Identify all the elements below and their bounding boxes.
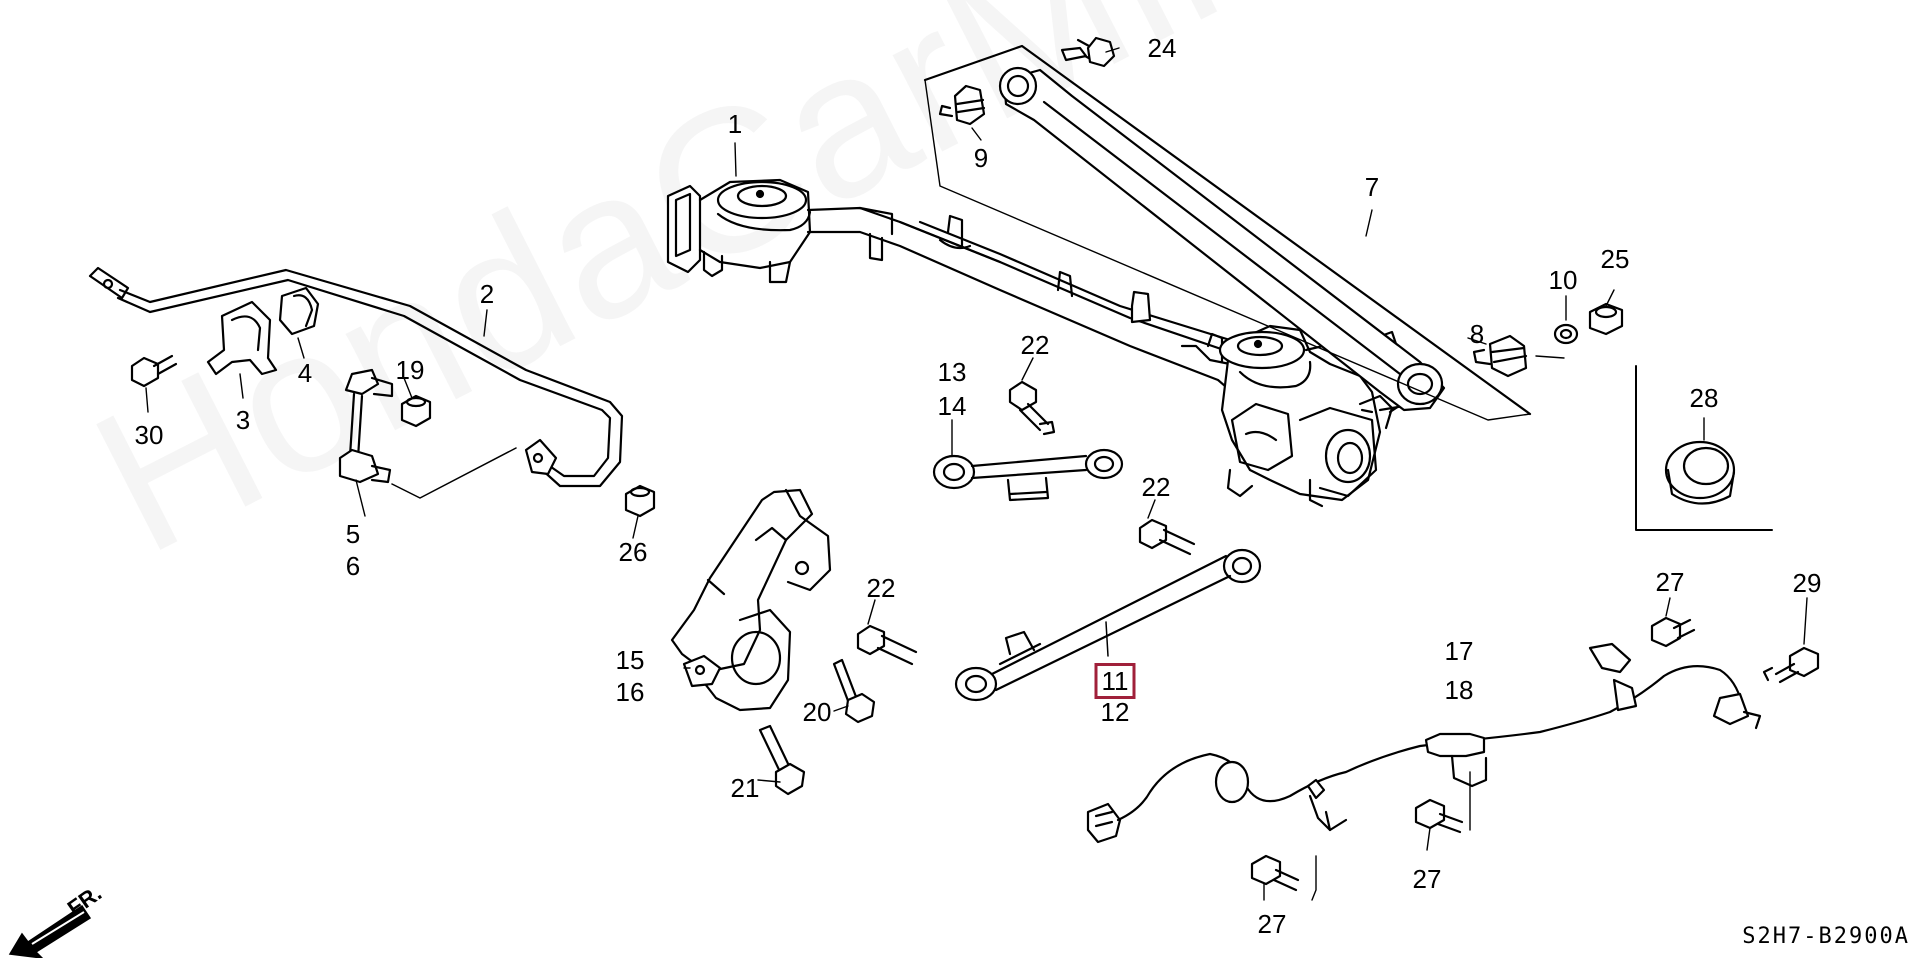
part-29-bolt[interactable]: [1764, 648, 1818, 682]
callout-3[interactable]: 3: [235, 405, 251, 435]
callout-27-right[interactable]: 27: [1655, 567, 1685, 597]
callout-17[interactable]: 17: [1444, 636, 1474, 666]
callout-14[interactable]: 14: [937, 391, 967, 421]
part-10-washer[interactable]: [1555, 325, 1577, 343]
callout-9[interactable]: 9: [973, 143, 989, 173]
callout-12[interactable]: 12: [1100, 697, 1130, 727]
callout-10[interactable]: 10: [1548, 265, 1578, 295]
callout-27-middle[interactable]: 27: [1412, 864, 1442, 894]
callout-2[interactable]: 2: [479, 279, 495, 309]
callout-11[interactable]: 11: [1094, 663, 1136, 699]
callout-8[interactable]: 8: [1469, 319, 1485, 349]
part-30-bolt[interactable]: [132, 356, 176, 386]
part-2-stabilizer-bar[interactable]: [90, 268, 622, 486]
part-9-bushing[interactable]: [940, 86, 984, 124]
callout-20[interactable]: 20: [802, 697, 832, 727]
callout-25[interactable]: 25: [1600, 244, 1630, 274]
callout-22-upper[interactable]: 22: [1020, 330, 1050, 360]
part-22-bolt-b[interactable]: [1140, 520, 1194, 554]
part-1-subframe-beam[interactable]: [668, 180, 1408, 506]
part-25-nut[interactable]: [1590, 304, 1622, 334]
part-13-14-link-arm[interactable]: [934, 450, 1122, 500]
part-4-bushing[interactable]: [280, 288, 318, 334]
part-20-bolt[interactable]: [834, 660, 874, 722]
part-24-bolt[interactable]: [1062, 38, 1114, 66]
front-direction-arrow-icon: [8, 904, 92, 958]
part-17-18-sensor-harness[interactable]: [1088, 644, 1760, 900]
part-21-bolt[interactable]: [760, 726, 804, 794]
part-11-12-lower-arm[interactable]: [956, 550, 1260, 700]
callout-19[interactable]: 19: [395, 355, 425, 385]
callout-30[interactable]: 30: [134, 420, 164, 450]
part-27-bolt-b[interactable]: [1416, 800, 1462, 832]
callout-1[interactable]: 1: [727, 109, 743, 139]
part-3-bracket[interactable]: [208, 302, 276, 374]
callout-5[interactable]: 5: [345, 519, 361, 549]
callout-22-lower[interactable]: 22: [866, 573, 896, 603]
callout-22-middle[interactable]: 22: [1141, 472, 1171, 502]
callout-6[interactable]: 6: [345, 551, 361, 581]
part-8-bushing[interactable]: [1474, 336, 1526, 376]
callout-26[interactable]: 26: [618, 537, 648, 567]
callout-24[interactable]: 24: [1147, 33, 1177, 63]
callout-4[interactable]: 4: [297, 358, 313, 388]
callout-29[interactable]: 29: [1792, 568, 1822, 598]
callout-7[interactable]: 7: [1364, 172, 1380, 202]
part-28-seal[interactable]: [1636, 366, 1772, 530]
part-5-6-stabilizer-link[interactable]: [340, 370, 516, 498]
diagram-code: S2H7-B2900A: [1742, 924, 1910, 949]
callout-27-left[interactable]: 27: [1257, 909, 1287, 939]
part-15-16-bracket[interactable]: [672, 490, 830, 710]
callout-21[interactable]: 21: [730, 773, 760, 803]
leader-lines: [146, 48, 1807, 900]
part-27-bolt-a[interactable]: [1652, 618, 1694, 646]
callout-16[interactable]: 16: [615, 677, 645, 707]
part-26-nut[interactable]: [626, 486, 654, 516]
callout-15[interactable]: 15: [615, 645, 645, 675]
part-27-bolt-c[interactable]: [1252, 856, 1298, 890]
part-7-trailing-rod[interactable]: [925, 46, 1530, 420]
part-22-bolt-a[interactable]: [1010, 382, 1054, 434]
callout-13[interactable]: 13: [937, 357, 967, 387]
part-19-nut[interactable]: [402, 396, 430, 426]
callout-28[interactable]: 28: [1689, 383, 1719, 413]
part-22-bolt-c[interactable]: [858, 626, 916, 664]
callout-18[interactable]: 18: [1444, 675, 1474, 705]
